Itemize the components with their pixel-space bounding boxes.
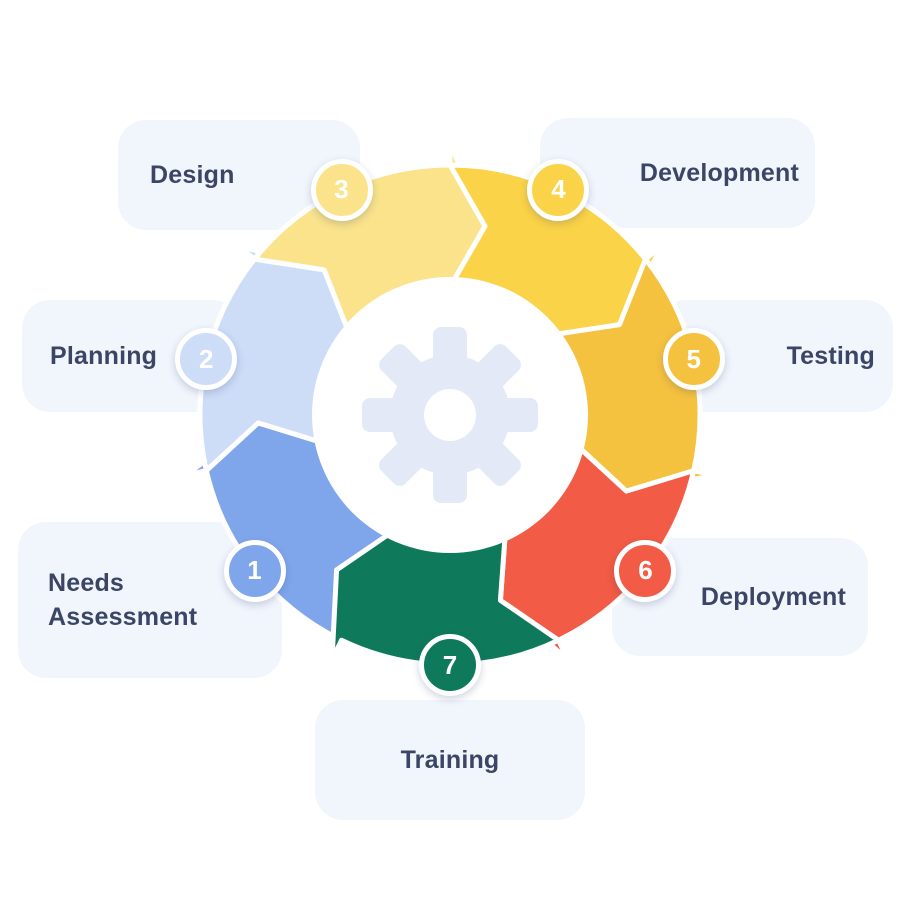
step-badge-2: 2: [175, 328, 238, 391]
step-label-planning: Planning: [50, 342, 158, 370]
step-label-deployment: Deployment: [700, 583, 846, 611]
step-label-training: Training: [400, 746, 500, 774]
step-badge-5: 5: [662, 328, 725, 391]
step-label-needs-assessment: Needs Assessment: [48, 569, 198, 631]
step-label-testing: Testing: [786, 342, 875, 370]
step-number-5: 5: [686, 343, 701, 374]
step-badge-3: 3: [310, 158, 373, 221]
label-card-training: Training: [315, 700, 585, 820]
step-badge-4: 4: [527, 158, 590, 221]
step-number-3: 3: [334, 174, 349, 205]
step-badge-1: 1: [223, 539, 286, 602]
step-label-development: Development: [639, 159, 799, 187]
step-number-7: 7: [442, 649, 458, 680]
step-number-6: 6: [638, 555, 653, 586]
step-badge-6: 6: [614, 539, 677, 602]
gear-icon: [362, 327, 538, 503]
step-badge-7: 7: [418, 634, 481, 696]
step-number-1: 1: [247, 555, 262, 586]
step-number-4: 4: [551, 174, 566, 205]
step-label-design: Design: [150, 161, 235, 189]
step-number-2: 2: [199, 343, 214, 374]
